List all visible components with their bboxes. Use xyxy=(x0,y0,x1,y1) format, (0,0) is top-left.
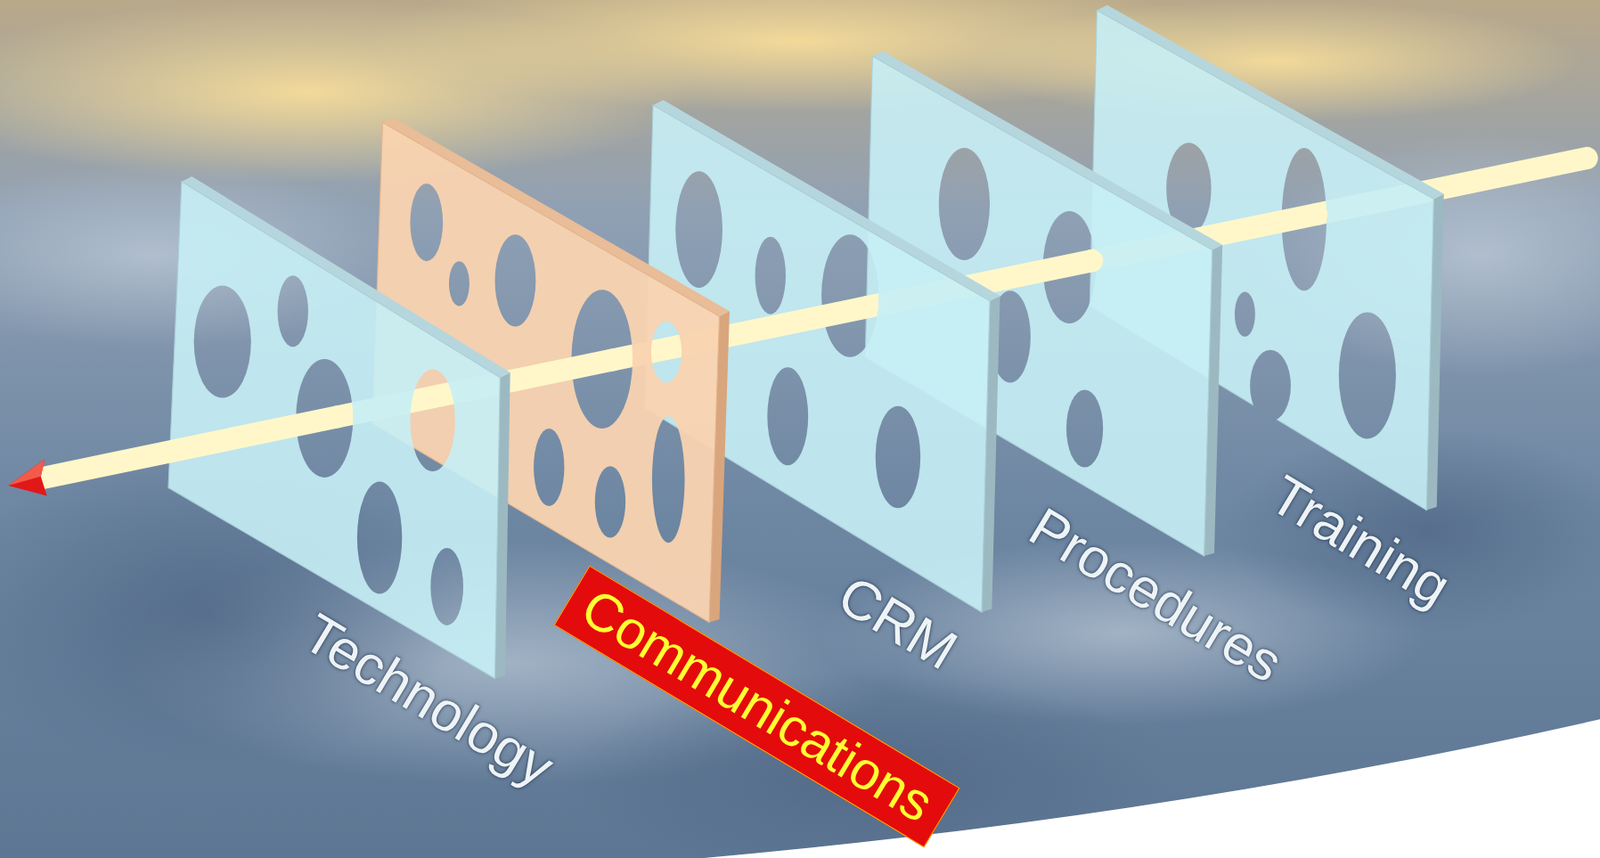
layer-label: Training xyxy=(1259,464,1461,619)
layer-label: Procedures xyxy=(1019,496,1293,694)
layer-label: Technology xyxy=(293,602,564,799)
layer-label: CRM xyxy=(828,563,968,681)
